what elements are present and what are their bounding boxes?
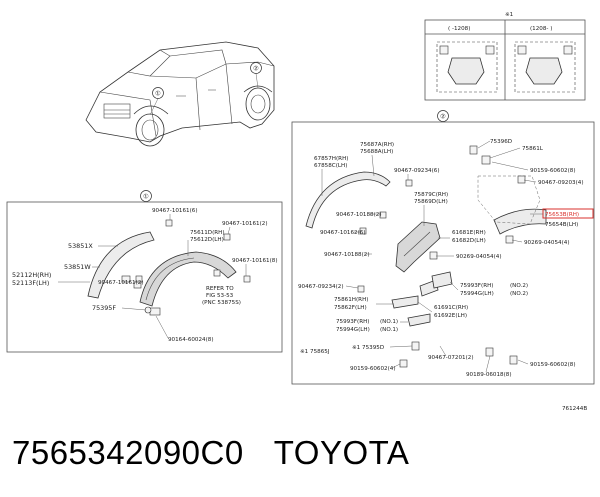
variant-header-box: ※1 ( -1208) (1208- ): [424, 12, 586, 101]
label-no2-a: (NO.2): [510, 283, 528, 289]
label-75994G-a: 75994G(LH): [460, 291, 494, 297]
callout-2-vehicle: ②: [250, 62, 262, 89]
label-90467-10161-6a: 90467-10161(6): [152, 208, 198, 214]
label-75993F-a: 75993F(RH): [460, 283, 493, 289]
section-1-parts: [87, 219, 251, 316]
callout-1-vehicle: ①: [149, 87, 164, 116]
svg-text:①: ①: [155, 90, 161, 98]
label-53851X: 53851X: [68, 242, 93, 250]
label-90467-10161-2b: 90467-10161(2): [98, 280, 144, 286]
label-no1-a: (NO.1): [380, 319, 398, 325]
label-90467-09234-2: 90467-09234(2): [298, 284, 344, 290]
label-90269-04054-4b: 90269-04054(4): [456, 254, 502, 260]
label-90164-60024: 90164-60024(8): [168, 337, 214, 343]
label-refer-to: REFER TO: [206, 286, 234, 292]
label-90467-07201: 90467-07201(2): [428, 355, 474, 361]
label-no1-b: (NO.1): [380, 327, 398, 333]
label-61682D: 61682D(LH): [452, 238, 486, 244]
label-67857H: 67857H(RH): [314, 156, 348, 162]
svg-text:①: ①: [143, 193, 149, 201]
label-fig: FIG 53-53: [206, 293, 234, 299]
label-pnc: (PNC 53875S): [202, 300, 241, 306]
label-53851W: 53851W: [64, 263, 91, 271]
label-75396D: 75396D: [490, 139, 512, 145]
label-75994G-b: 75994G(LH): [336, 327, 370, 333]
caption: 7565342090C0 TOYOTA: [12, 434, 409, 472]
label-75993F-b: 75993F(RH): [336, 319, 369, 325]
label-75862F: 75862F(LH): [334, 305, 367, 311]
label-75879C: 75879C(RH): [414, 192, 448, 198]
label-61681E: 61681E(RH): [452, 230, 486, 236]
label-61691C: 61691C(RH): [434, 305, 468, 311]
label-75654B: 75654B(LH): [545, 222, 578, 228]
part-number: 7565342090C0: [12, 434, 244, 471]
section-1-labels: 90467-10161(6) 90467-10161(2) 75611D(RH)…: [12, 208, 278, 343]
figure-code: 761244B: [562, 406, 587, 412]
label-90159-60602-8b: 90159-60602(8): [530, 362, 576, 368]
label-75687A: 75687A(RH): [360, 142, 394, 148]
label-75611D: 75611D(RH): [190, 230, 225, 236]
label-90189-06018: 90189-06018(8): [466, 372, 512, 378]
label-75395D: ※1 75395D: [352, 345, 384, 351]
label-90467-09203: 90467-09203(4): [538, 180, 584, 186]
label-75865J: ※1 75865J: [300, 349, 330, 355]
section-2-parts: [305, 145, 547, 368]
svg-text:②: ②: [440, 113, 446, 121]
label-75612D: 75612D(LH): [190, 237, 224, 243]
vehicle-illustration: [85, 41, 275, 147]
svg-text:( -1208): ( -1208): [448, 26, 470, 32]
label-67858C: 67858C(LH): [314, 163, 347, 169]
label-75861L: 75861L: [522, 146, 544, 152]
label-90159-60602-8a: 90159-60602(8): [530, 168, 576, 174]
svg-text:(1208- ): (1208- ): [530, 26, 552, 32]
label-75653B: 75653B(RH): [545, 212, 579, 218]
section-2-box: ②: [291, 110, 595, 385]
label-90467-10161-2a: 90467-10161(2): [222, 221, 268, 227]
label-90467-10162: 90467-10162(6): [320, 230, 366, 236]
label-no2-b: (NO.2): [510, 291, 528, 297]
label-90159-60602-4: 90159-60602(4): [350, 366, 396, 372]
svg-text:※1: ※1: [505, 12, 514, 18]
label-61692E: 61692E(LH): [434, 313, 467, 319]
label-90467-09234-6: 90467-09234(6): [394, 168, 440, 174]
label-90467-10188-2a: 90467-10188(2): [336, 212, 382, 218]
label-75688A: 75688A(LH): [360, 149, 393, 155]
label-52113F: 52113F(LH): [12, 279, 49, 287]
svg-text:②: ②: [253, 65, 259, 73]
parts-diagram: ① ② ※1 ( -1208) (1208- ) ①: [6, 12, 595, 412]
label-90269-04054-4a: 90269-04054(4): [524, 240, 570, 246]
brand-name: TOYOTA: [273, 434, 410, 471]
label-90467-10161-8: 90467-10161(8): [232, 258, 278, 264]
section-1-box: ①: [6, 190, 283, 353]
label-75395F: 75395F: [92, 304, 116, 312]
label-90467-10188-2b: 90467-10188(2): [324, 252, 370, 258]
label-75861H: 75861H(RH): [334, 297, 368, 303]
label-52112H: 52112H(RH): [12, 271, 51, 279]
section-2-labels: 75687A(RH) 75688A(LH) 67857H(RH) 67858C(…: [298, 139, 594, 378]
label-75869D: 75869D(LH): [414, 199, 448, 205]
highlight-75653B: [542, 208, 594, 219]
